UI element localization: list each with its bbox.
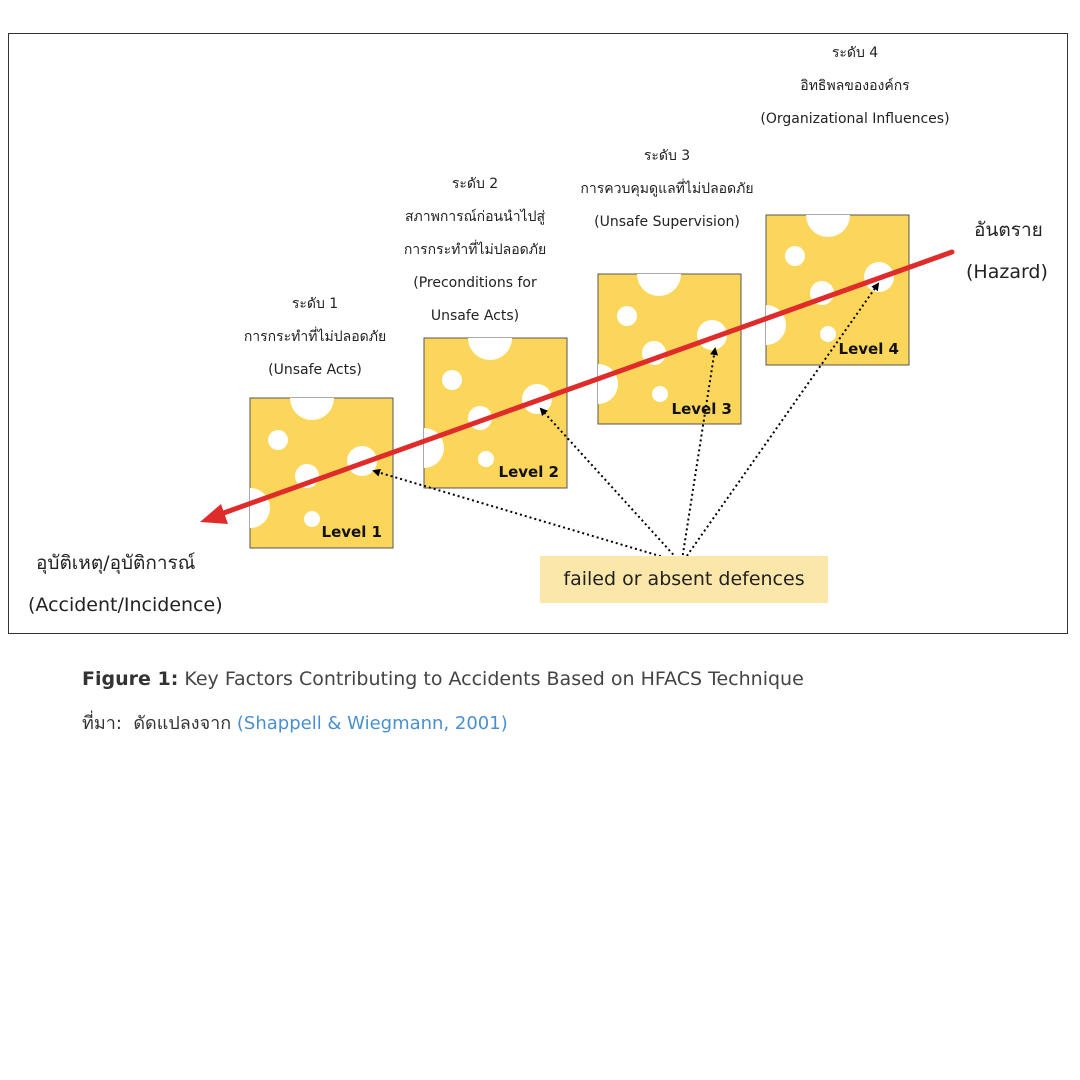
level-2-title-line: Unsafe Acts) [430, 308, 520, 324]
level-3-title-line: ระดับ 3 [643, 148, 691, 164]
level-1-title-line: การกระทำที่ไม่ปลอดภัย [243, 329, 387, 345]
level-3-title: ระดับ 3 การควบคุมดูแลที่ไม่ปลอดภัย (Unsa… [564, 149, 770, 248]
accident-label-en: (Accident/Incidence) [28, 594, 223, 616]
level-4-title-line: อิทธิพลขององค์กร [800, 78, 910, 94]
pointer-to-level-3 [681, 347, 719, 561]
defence-pointer-arrows [372, 282, 880, 563]
cheese-slice-level-3: Level 3 [597, 273, 742, 425]
figure-frame [8, 33, 1068, 634]
caption-label: Figure 1: [82, 668, 179, 690]
source-label: ที่มา: [82, 713, 122, 734]
level-1-title: ระดับ 1 การกระทำที่ไม่ปลอดภัย (Unsafe Ac… [236, 297, 394, 396]
level-1-tag: Level 1 [322, 523, 382, 541]
pointer-to-level-1 [372, 468, 681, 563]
level-4-tag: Level 4 [839, 340, 899, 358]
accident-label-th: อุบัติเหตุ/อุบัติการณ์ [36, 552, 196, 574]
source-citation-link[interactable]: (Shappell & Wiegmann, 2001) [236, 713, 508, 734]
hazard-label-en: (Hazard) [966, 261, 1048, 283]
failed-defences-box: failed or absent defences [540, 556, 828, 603]
level-2-title-line: (Preconditions for [413, 275, 537, 291]
hazard-trajectory-arrow [200, 249, 955, 524]
cheese-slice-level-4: Level 4 [765, 214, 910, 366]
figure-caption: Figure 1: Key Factors Contributing to Ac… [82, 668, 804, 690]
level-3-title-line: การควบคุมดูแลที่ไม่ปลอดภัย [580, 181, 754, 197]
caption-text: Key Factors Contributing to Accidents Ba… [184, 668, 804, 690]
cheese-slice-level-1: Level 1 [249, 397, 394, 549]
hazard-label-th: อันตราย [974, 219, 1043, 241]
level-4-title-line: ระดับ 4 [831, 45, 879, 61]
level-4-title: ระดับ 4 อิทธิพลขององค์กร (Organizational… [744, 46, 966, 145]
pointer-to-level-4 [683, 282, 880, 561]
level-4-title-line: (Organizational Influences) [760, 111, 950, 127]
level-2-title: ระดับ 2 สภาพการณ์ก่อนนำไปสู่ การกระทำที่… [390, 177, 560, 342]
level-3-title-line: (Unsafe Supervision) [594, 214, 740, 230]
level-3-tag: Level 3 [672, 400, 732, 418]
figure-source: ที่มา: ดัดแปลงจาก (Shappell & Wiegmann, … [82, 708, 508, 737]
level-2-title-line: ระดับ 2 [451, 176, 499, 192]
hfacs-diagram: Level 1 Level 2 Level 3 [200, 214, 955, 563]
level-1-title-line: ระดับ 1 [291, 296, 339, 312]
level-2-title-line: สภาพการณ์ก่อนนำไปสู่ [404, 209, 546, 225]
source-text: ดัดแปลงจาก [133, 713, 232, 734]
level-1-title-line: (Unsafe Acts) [268, 362, 362, 378]
level-2-tag: Level 2 [499, 463, 559, 481]
level-2-title-line: การกระทำที่ไม่ปลอดภัย [403, 242, 547, 258]
